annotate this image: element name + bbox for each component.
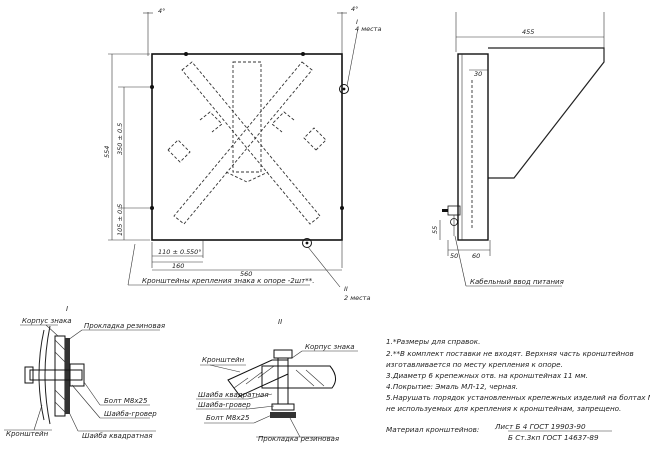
dim-50deg: 50°	[190, 248, 202, 256]
detail-I: I Корпус знака Прокладка резиновая Болт …	[4, 305, 165, 440]
note-4: 4.Покрытие: Эмаль МЛ-12, черная.	[386, 382, 518, 391]
detail-I-kronshtein: Кронштейн	[6, 430, 49, 438]
callout-II-circle-icon	[302, 238, 312, 248]
dim-110: 110 ± 0.5	[158, 248, 190, 256]
detail-II-korpus: Корпус знака	[305, 343, 355, 351]
brackets-note: Кронштейны крепления знака к опоре -2шт*…	[142, 277, 314, 285]
dim-lower: 105 ± 0.5	[116, 204, 124, 236]
mount-hole-icon	[150, 206, 154, 210]
material-bottom: Б Ст.3кп ГОСТ 14637-89	[508, 433, 599, 442]
sign-panel	[151, 53, 343, 241]
cable-note: Кабельный ввод питания	[470, 278, 564, 286]
detail-II-shayba-kv: Шайба квадратная	[198, 391, 269, 399]
detail-II-kronshtein: Кронштейн	[202, 356, 245, 364]
angle-left-label: 4°	[158, 7, 165, 15]
callout-2places-label: 2 места	[344, 294, 370, 302]
detail-II: II Кронштейн Корпус знака Шайба квадратн…	[196, 318, 358, 443]
note-2-cont: изготавливается по месту крепления к опо…	[386, 360, 563, 369]
mount-hole-icon	[301, 52, 305, 56]
dashed-x-symbol	[167, 61, 327, 225]
dim-60: 60	[472, 252, 480, 260]
detail-II-prokladka: Прокладка резиновая	[258, 435, 339, 443]
detail-I-title: I	[66, 305, 68, 313]
dim-width: 560	[240, 270, 252, 278]
material-top: Лист Б 4 ГОСТ 19903-90	[494, 422, 586, 431]
callout-I-circle-icon	[339, 84, 349, 94]
mount-hole-icon	[184, 52, 188, 56]
detail-II-grover: Шайба-гровер	[198, 401, 251, 409]
mount-hole-icon	[150, 85, 154, 89]
material-label: Материал кронштейнов:	[386, 425, 479, 434]
detail-II-bolt: Болт М8х25	[206, 414, 250, 422]
notes-block: 1.*Размеры для справок. 2.**В комплект п…	[386, 337, 650, 442]
note-5-cont: не используемых для крепления к кронштей…	[386, 404, 621, 413]
angle-right-label: 4°	[351, 5, 358, 13]
dim-160: 160	[172, 262, 184, 270]
dim-50: 50	[450, 252, 458, 260]
callout-II-label: II	[344, 285, 348, 293]
note-2: 2.**В комплект поставки не входят. Верхн…	[386, 349, 634, 358]
dim-height: 554	[103, 146, 111, 158]
note-1: 1.*Размеры для справок.	[386, 337, 480, 346]
detail-II-title: II	[278, 318, 282, 326]
callout-4places-label: 4 места	[355, 25, 381, 33]
callout-I-label: I	[356, 18, 358, 26]
mount-hole-icon	[340, 206, 344, 210]
note-5: 5.Нарушать порядок установленных крепежн…	[386, 393, 650, 402]
note-3: 3.Диаметр 6 крепежных отв. на кронштейна…	[386, 371, 588, 380]
detail-I-prokladka: Прокладка резиновая	[84, 322, 165, 330]
side-view: 455 30 55 50 60 Кабельный ввод питания	[431, 12, 605, 287]
detail-I-grover: Шайба-гровер	[104, 410, 157, 418]
side-panel	[457, 53, 489, 241]
detail-I-korpus: Корпус знака	[22, 317, 72, 325]
detail-I-shayba-kv: Шайба квадратная	[82, 432, 153, 440]
dim-upper: 350 ± 0.5	[116, 123, 124, 155]
detail-I-bolt: Болт М8х25	[104, 397, 148, 405]
dim-30: 30	[474, 70, 482, 78]
front-view: 4° 4° I 4 места II 2 мес	[103, 5, 381, 302]
dim-55: 55	[431, 226, 439, 234]
dim-455: 455	[522, 28, 534, 36]
